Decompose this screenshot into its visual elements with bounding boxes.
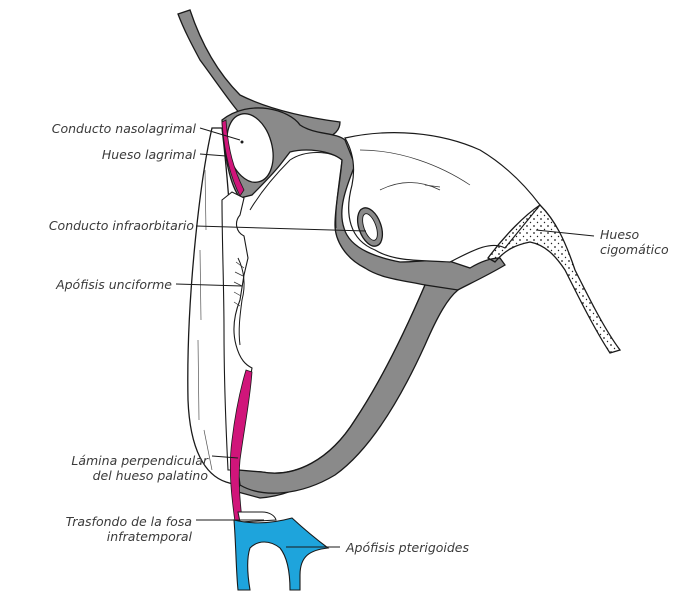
label-lamina-perpendicular: Lámina perpendicular del hueso palatino: [0, 453, 208, 483]
label-hueso-lagrimal: Hueso lagrimal: [4, 147, 196, 162]
nasolacrimal-dot: [241, 141, 244, 144]
label-hueso-cigomatico: Hueso cigomático: [600, 227, 669, 257]
pterygoid-process: [234, 518, 328, 590]
label-lamina-line1: Lámina perpendicular: [0, 453, 208, 468]
label-trasfondo-line1: Trasfondo de la fosa: [0, 514, 192, 529]
label-conducto-infraorbitario: Conducto infraorbitario: [0, 218, 194, 233]
maxillary-sinus-wall: [238, 285, 458, 493]
label-trasfondo-line2: infratemporal: [0, 529, 192, 544]
label-conducto-nasolagrimal: Conducto nasolagrimal: [4, 121, 196, 136]
label-trasfondo-fosa: Trasfondo de la fosa infratemporal: [0, 514, 192, 544]
label-apofisis-unciforme: Apófisis unciforme: [0, 277, 172, 292]
label-hueso-cigomatico-line1: Hueso: [600, 227, 669, 242]
label-apofisis-pterigoides: Apófisis pterigoides: [346, 540, 469, 555]
label-hueso-cigomatico-line2: cigomático: [600, 242, 669, 257]
label-lamina-line2: del hueso palatino: [0, 468, 208, 483]
